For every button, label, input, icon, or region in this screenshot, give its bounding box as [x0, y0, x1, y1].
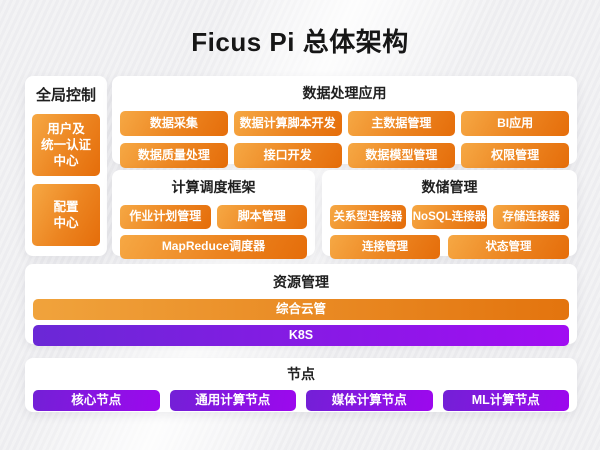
nodes-grid: 核心节点 通用计算节点 媒体计算节点 ML计算节点 [33, 390, 569, 411]
block-data-quality: 数据质量处理 [120, 143, 228, 168]
block-permission-mgmt: 权限管理 [461, 143, 569, 168]
page-title: Ficus Pi 总体架构 [191, 27, 409, 57]
block-k8s-bar: K8S [33, 325, 569, 346]
block-media-compute-node: 媒体计算节点 [306, 390, 433, 411]
data-apps-grid: 数据采集 数据计算脚本开发 主数据管理 BI应用 数据质量处理 接口开发 数据模… [120, 111, 569, 168]
global-control-heading: 全局控制 [35, 87, 96, 104]
block-storage-connector: 存储连接器 [493, 205, 569, 229]
global-control-panel: 全局控制 用户及 统一认证 中心 配置 中心 [25, 76, 107, 256]
block-job-plan-mgmt: 作业计划管理 [120, 205, 211, 229]
block-api-dev: 接口开发 [233, 143, 342, 168]
storage-heading: 数储管理 [421, 179, 478, 195]
block-script-mgmt: 脚本管理 [216, 205, 307, 229]
block-data-compute-script-dev: 数据计算脚本开发 [233, 111, 342, 136]
nodes-panel: 节点 核心节点 通用计算节点 媒体计算节点 ML计算节点 [25, 358, 577, 412]
block-general-compute-node: 通用计算节点 [169, 390, 296, 411]
block-master-data-mgmt: 主数据管理 [347, 111, 456, 136]
data-apps-panel: 数据处理应用 数据采集 数据计算脚本开发 主数据管理 BI应用 数据质量处理 接… [112, 76, 577, 168]
nodes-heading: 节点 [287, 366, 315, 382]
block-data-collection: 数据采集 [120, 111, 228, 136]
scheduling-row: 作业计划管理 脚本管理 [120, 205, 307, 229]
resources-panel: 资源管理 综合云管 K8S [25, 264, 577, 346]
block-status-mgmt: 状态管理 [448, 235, 569, 259]
block-user-auth-center: 用户及 统一认证 中心 [32, 114, 100, 176]
block-config-center: 配置 中心 [32, 184, 100, 246]
storage-row1: 关系型连接器 NoSQL连接器 存储连接器 [330, 205, 569, 229]
block-core-node: 核心节点 [33, 390, 160, 411]
block-data-model-mgmt: 数据模型管理 [347, 143, 456, 168]
block-connection-mgmt: 连接管理 [330, 235, 440, 259]
scheduling-panel: 计算调度框架 作业计划管理 脚本管理 MapReduce调度器 [112, 170, 315, 259]
data-apps-heading: 数据处理应用 [302, 85, 387, 101]
block-ml-compute-node: ML计算节点 [442, 390, 569, 411]
block-relational-connector: 关系型连接器 [330, 205, 406, 229]
block-nosql-connector: NoSQL连接器 [411, 205, 488, 229]
block-cloud-mgmt-bar: 综合云管 [33, 299, 569, 320]
scheduling-heading: 计算调度框架 [171, 179, 256, 195]
storage-panel: 数储管理 关系型连接器 NoSQL连接器 存储连接器 连接管理 状态管理 [322, 170, 577, 259]
storage-row2: 连接管理 状态管理 [330, 235, 569, 259]
resources-heading: 资源管理 [273, 274, 329, 290]
block-bi-app: BI应用 [461, 111, 569, 136]
block-mapreduce-scheduler: MapReduce调度器 [120, 235, 307, 259]
